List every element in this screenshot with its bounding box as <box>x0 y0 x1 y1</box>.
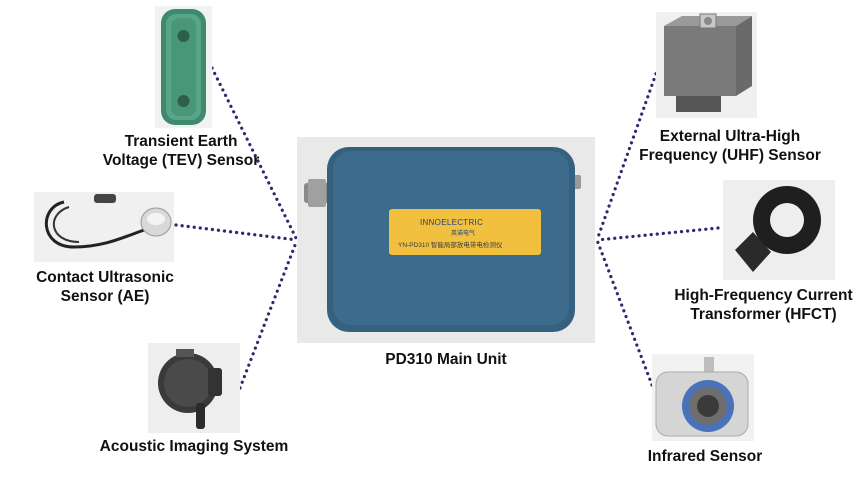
main-unit-image <box>297 137 595 343</box>
tev-sensor-image <box>155 6 212 128</box>
hfct-image <box>723 180 835 280</box>
link-ae <box>174 223 299 242</box>
main-unit-brand-sub: 英诺电气 <box>451 231 476 237</box>
ae-sensor-label: Contact Ultrasonic Sensor (AE) <box>36 269 174 305</box>
ae-sensor-image <box>34 192 174 262</box>
link-tev <box>210 66 299 242</box>
uhf-sensor-image <box>656 12 757 118</box>
acoustic-imaging-label: Acoustic Imaging System <box>99 438 289 455</box>
link-acoustic <box>238 238 299 390</box>
link-hfct <box>595 226 720 242</box>
main-unit-label: PD310 Main Unit <box>385 351 507 368</box>
tev-sensor-label: Transient Earth Voltage (TEV) Sensor <box>102 133 260 169</box>
uhf-sensor-label: External Ultra-High Frequency (UHF) Sens… <box>639 128 821 164</box>
acoustic-imaging-image <box>148 343 240 433</box>
hfct-label: High-Frequency Current Transformer (HFCT… <box>674 287 853 323</box>
infrared-sensor-label: Infrared Sensor <box>647 448 763 465</box>
main-unit-model-text: YN-PD310 智能局部放电带电检测仪 <box>398 242 503 249</box>
link-uhf <box>595 66 660 242</box>
main-unit-brand: INNOELECTRIC <box>420 218 484 227</box>
infrared-sensor-image <box>652 354 754 441</box>
link-ir <box>595 238 654 387</box>
